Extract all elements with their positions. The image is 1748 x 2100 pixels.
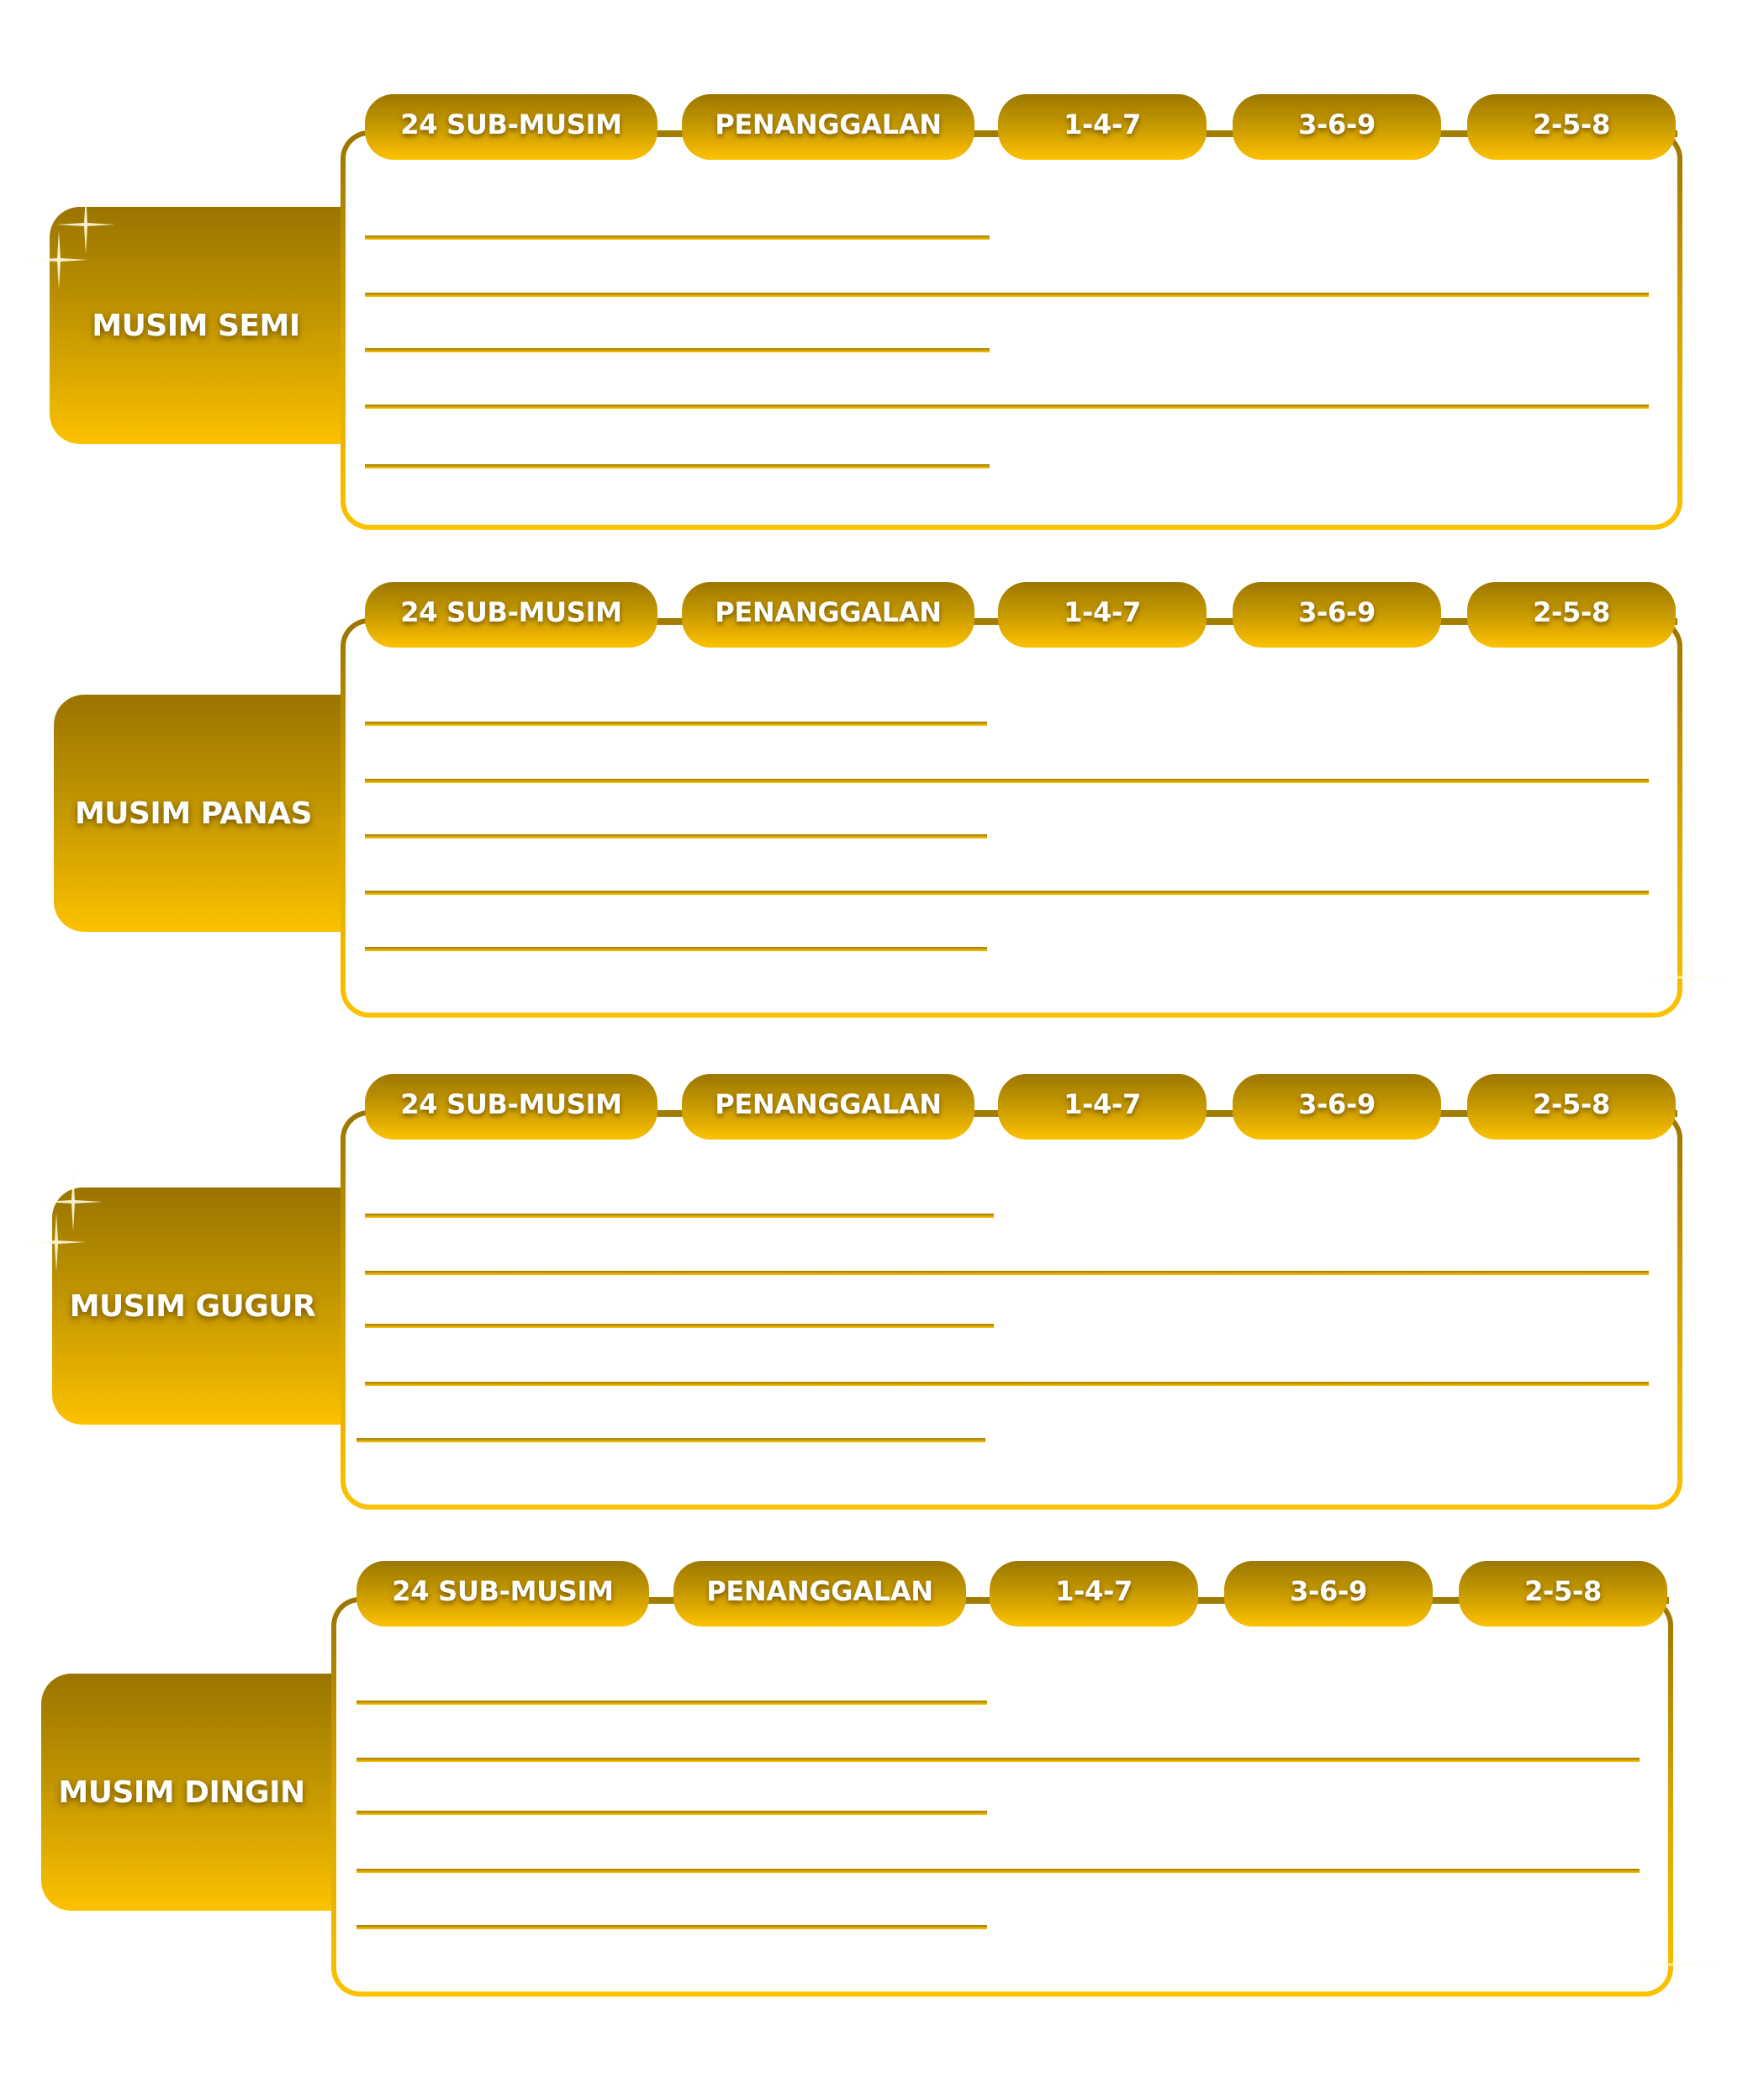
column-tab-penanggalan[interactable]: PENANGGALAN (682, 1074, 974, 1140)
season-panel (331, 1597, 1673, 1997)
season-label: MUSIM PANAS (74, 796, 313, 831)
sparkle-icon (44, 1172, 103, 1231)
entry-line-short[interactable] (365, 235, 990, 240)
column-tab-3-6-9[interactable]: 3-6-9 (1224, 1561, 1433, 1627)
column-tab-1-4-7[interactable]: 1-4-7 (998, 94, 1207, 160)
entry-line-short[interactable] (365, 1324, 994, 1328)
entry-line-long[interactable] (365, 779, 1649, 783)
entry-line-short[interactable] (365, 464, 990, 468)
entry-line-long[interactable] (365, 891, 1649, 895)
column-tab-2-5-8[interactable]: 2-5-8 (1467, 582, 1676, 648)
season-section-autumn: MUSIM GUGUR 24 SUB-MUSIM PENANGGALAN 1-4… (0, 1074, 1748, 1545)
season-panel (341, 1110, 1682, 1510)
entry-line-long[interactable] (356, 1758, 1640, 1762)
entry-line-long[interactable] (365, 293, 1649, 297)
season-label: MUSIM SEMI (92, 308, 300, 343)
season-block-winter: MUSIM DINGIN (41, 1674, 332, 1911)
column-tab-2-5-8[interactable]: 2-5-8 (1459, 1561, 1667, 1627)
season-section-winter: MUSIM DINGIN 24 SUB-MUSIM PENANGGALAN 1-… (0, 1561, 1748, 2032)
column-tab-penanggalan[interactable]: PENANGGALAN (682, 582, 974, 648)
entry-line-long[interactable] (365, 405, 1649, 409)
column-tab-24-sub-musim[interactable]: 24 SUB-MUSIM (365, 94, 657, 160)
entry-line-short[interactable] (365, 947, 987, 951)
column-tab-3-6-9[interactable]: 3-6-9 (1233, 94, 1441, 160)
column-tab-1-4-7[interactable]: 1-4-7 (990, 1561, 1198, 1627)
entry-line-short[interactable] (365, 722, 987, 726)
season-section-summer: MUSIM PANAS 24 SUB-MUSIM PENANGGALAN 1-4… (0, 582, 1748, 1053)
column-tab-1-4-7[interactable]: 1-4-7 (998, 582, 1207, 648)
season-section-spring: MUSIM SEMI 24 SUB-MUSIM PENANGGALAN 1-4-… (0, 94, 1748, 565)
sparkle-icon (29, 230, 88, 289)
season-block-spring: MUSIM SEMI (29, 195, 352, 444)
column-tab-24-sub-musim[interactable]: 24 SUB-MUSIM (356, 1561, 649, 1627)
column-tab-24-sub-musim[interactable]: 24 SUB-MUSIM (365, 582, 657, 648)
column-tab-2-5-8[interactable]: 2-5-8 (1467, 1074, 1676, 1140)
entry-line-short[interactable] (365, 834, 987, 838)
column-tab-penanggalan[interactable]: PENANGGALAN (682, 94, 974, 160)
entry-line-short[interactable] (356, 1925, 987, 1929)
column-tab-3-6-9[interactable]: 3-6-9 (1233, 1074, 1441, 1140)
column-tab-1-4-7[interactable]: 1-4-7 (998, 1074, 1207, 1140)
season-panel (341, 618, 1682, 1018)
entry-line-long[interactable] (356, 1869, 1640, 1873)
column-tab-24-sub-musim[interactable]: 24 SUB-MUSIM (365, 1074, 657, 1140)
entry-line-short[interactable] (356, 1811, 987, 1815)
sparkle-icon (56, 195, 115, 254)
entry-line-short[interactable] (356, 1701, 987, 1705)
sparkle-icon (27, 1213, 86, 1272)
column-tab-penanggalan[interactable]: PENANGGALAN (673, 1561, 966, 1627)
entry-line-short[interactable] (356, 1438, 985, 1442)
season-label: MUSIM GUGUR (69, 1288, 316, 1324)
season-block-autumn: MUSIM GUGUR (27, 1172, 343, 1425)
season-block-summer: MUSIM PANAS (54, 695, 343, 932)
season-label: MUSIM DINGIN (58, 1775, 305, 1810)
column-tab-2-5-8[interactable]: 2-5-8 (1467, 94, 1676, 160)
entry-line-short[interactable] (365, 348, 990, 352)
season-panel (341, 130, 1682, 530)
entry-line-short[interactable] (365, 1214, 994, 1218)
entry-line-long[interactable] (365, 1271, 1649, 1275)
column-tab-3-6-9[interactable]: 3-6-9 (1233, 582, 1441, 648)
entry-line-long[interactable] (365, 1382, 1649, 1386)
